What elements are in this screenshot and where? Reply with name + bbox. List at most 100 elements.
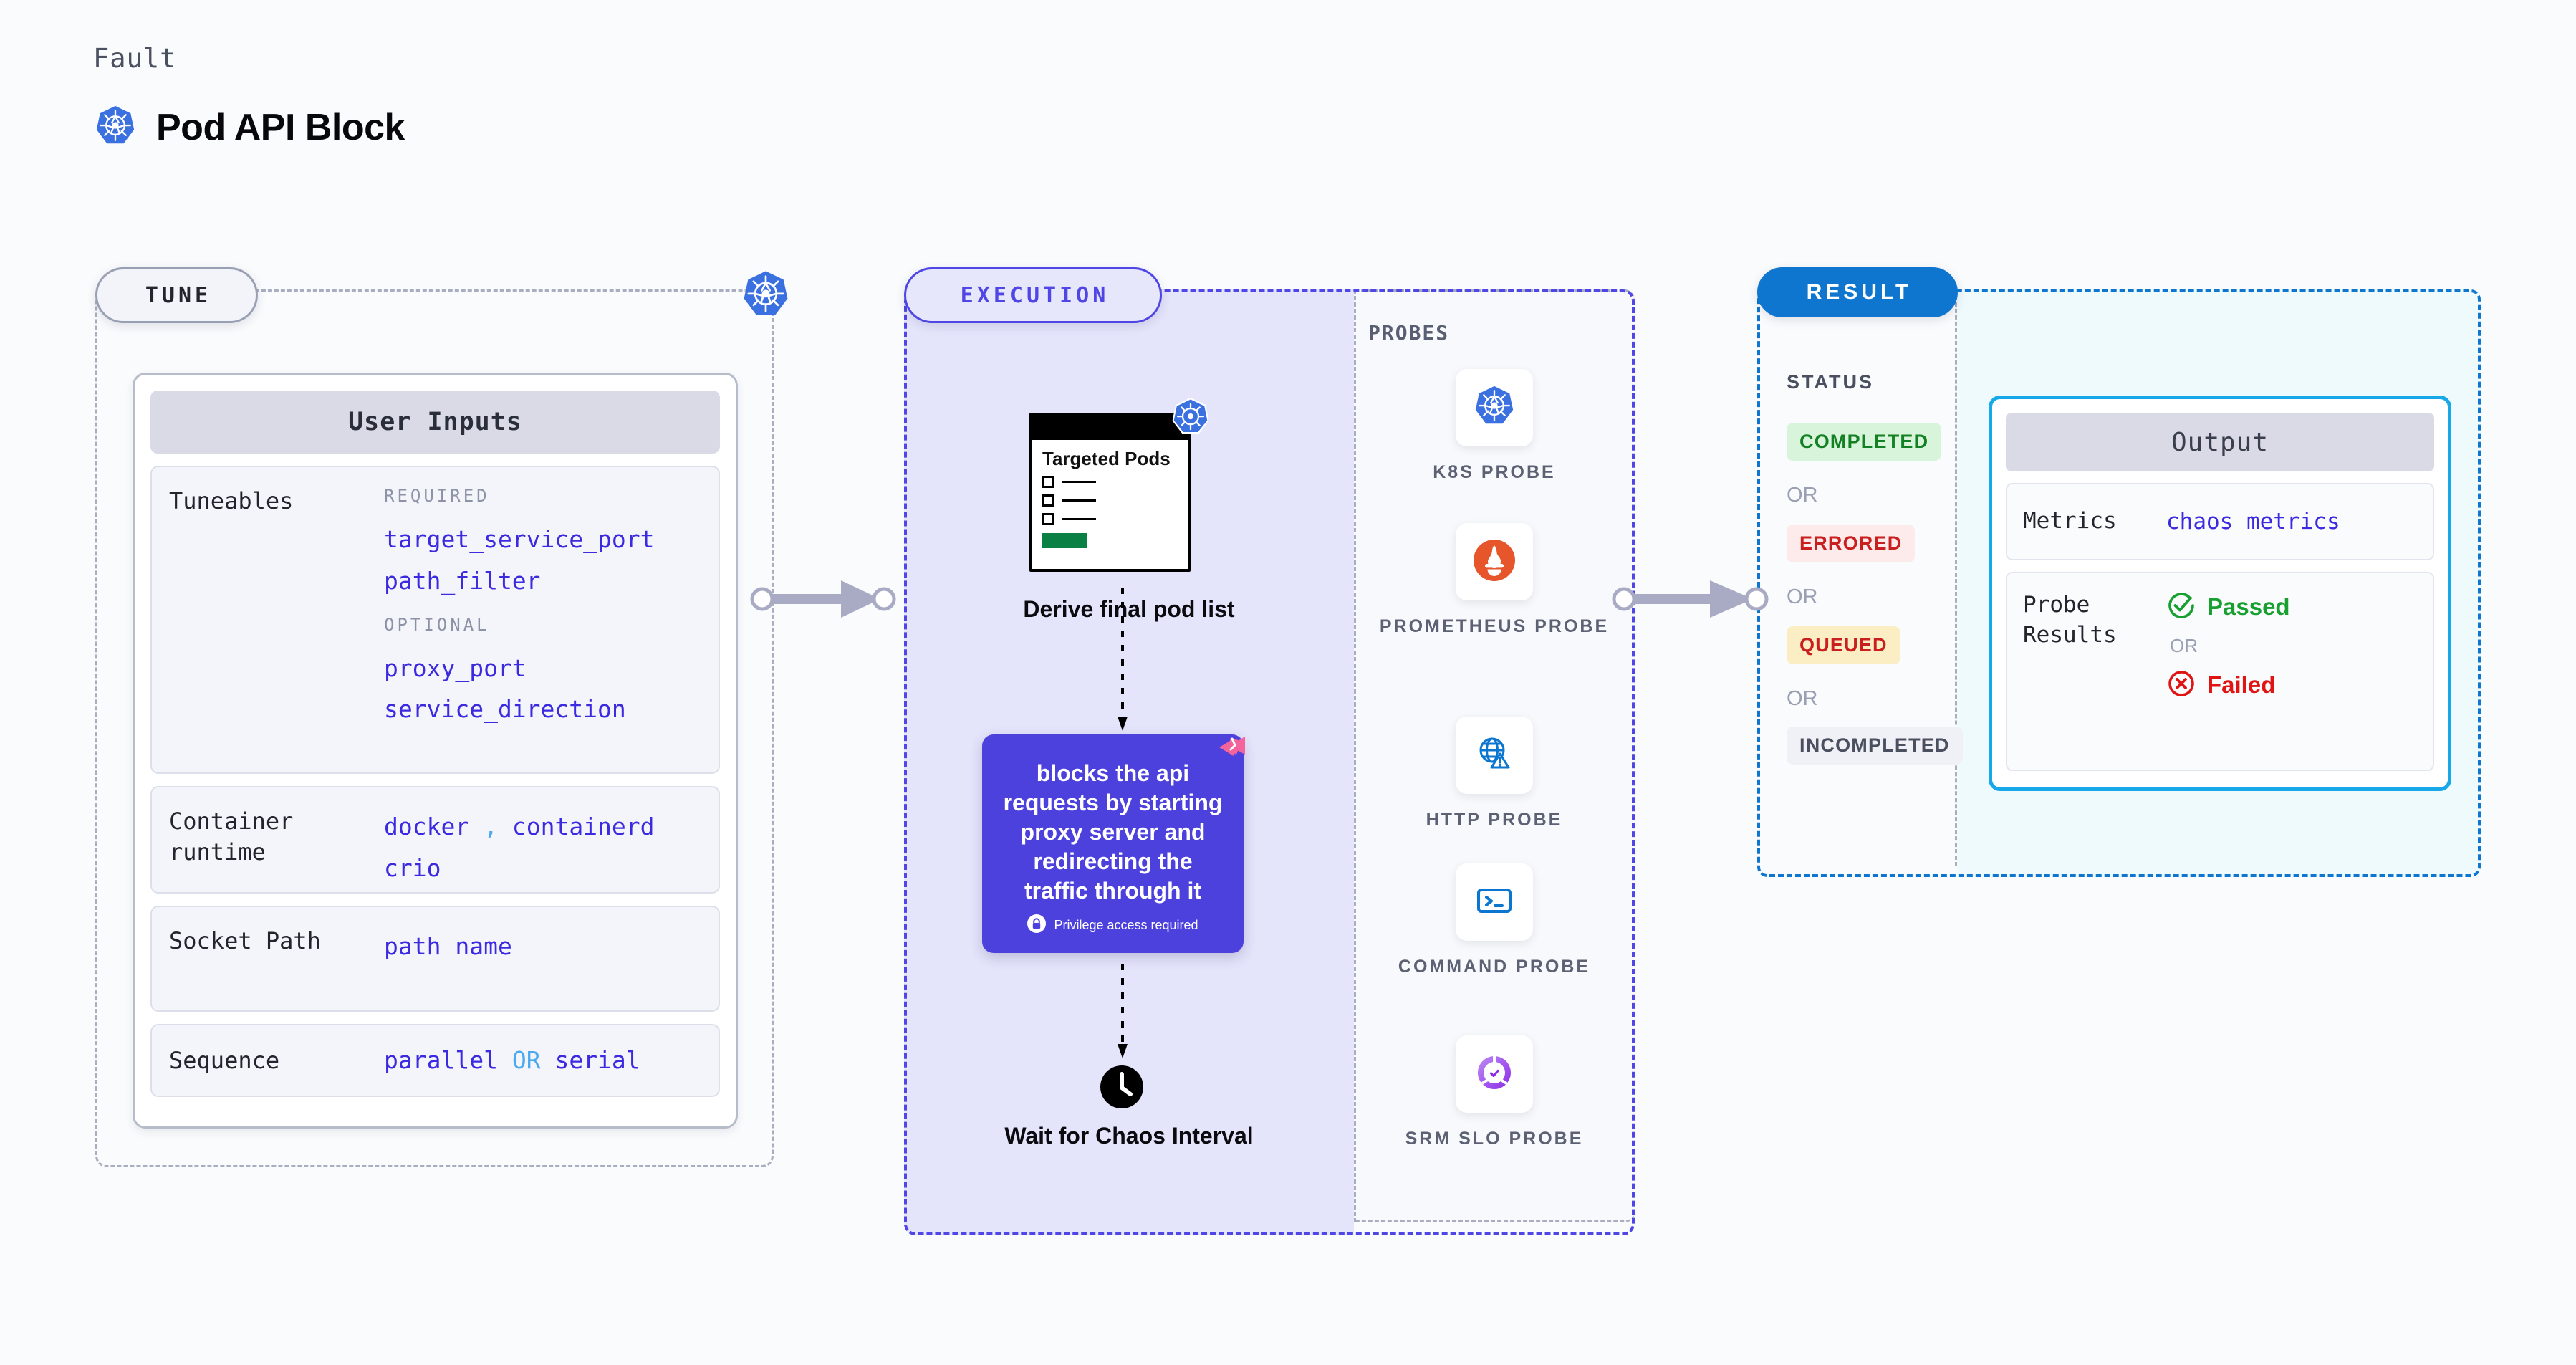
runtime-line-1: docker , containerd bbox=[384, 806, 701, 848]
probes-title: PROBES bbox=[1368, 321, 1450, 345]
targeted-pods-card: Targeted Pods bbox=[1029, 397, 1209, 572]
tuneables-values: REQUIRED target_service_port path_filter… bbox=[384, 486, 701, 754]
socket-path-values: path name bbox=[384, 926, 701, 992]
action-block: blocks the api requests by starting prox… bbox=[982, 734, 1245, 953]
srm-slo-icon bbox=[1474, 1052, 1515, 1096]
privilege-note: Privilege access required bbox=[1054, 917, 1198, 932]
pods-list-item bbox=[1042, 494, 1178, 507]
x-circle-icon bbox=[2166, 669, 2196, 701]
execution-pill: EXECUTION bbox=[904, 267, 1162, 323]
sequence-label: Sequence bbox=[169, 1046, 280, 1074]
user-inputs-title: User Inputs bbox=[150, 391, 720, 454]
sequence-serial[interactable]: serial bbox=[554, 1046, 640, 1075]
kubernetes-icon bbox=[1472, 384, 1517, 431]
tuneable-service-direction[interactable]: service_direction bbox=[384, 695, 626, 724]
pods-heading: Targeted Pods bbox=[1042, 448, 1171, 469]
tuneables-row: Tuneables REQUIRED target_service_port p… bbox=[150, 466, 720, 774]
verdict-failed: Failed bbox=[2166, 669, 2417, 701]
pods-window: Targeted Pods bbox=[1029, 413, 1191, 572]
pods-list-item bbox=[1042, 476, 1178, 489]
runtime-crio[interactable]: crio bbox=[384, 853, 441, 882]
kubernetes-icon bbox=[740, 269, 792, 320]
probe-icon-card bbox=[1456, 369, 1533, 446]
flow-arrow-down bbox=[1118, 964, 1128, 1058]
list-line bbox=[1062, 499, 1096, 502]
connector-tune-to-execution bbox=[748, 573, 898, 628]
probe-srm-slo[interactable]: SRM SLO PROBE bbox=[1354, 1035, 1635, 1151]
tuneable-path-filter[interactable]: path_filter bbox=[384, 566, 541, 595]
status-or: OR bbox=[1787, 687, 1818, 710]
probe-label: SRM SLO PROBE bbox=[1405, 1129, 1584, 1149]
socket-path-label: Socket Path bbox=[169, 927, 321, 954]
probe-label: PROMETHEUS PROBE bbox=[1379, 616, 1610, 636]
probe-icon-card bbox=[1456, 863, 1533, 941]
probe-command[interactable]: COMMAND PROBE bbox=[1354, 863, 1635, 980]
runtime-containerd[interactable]: containerd bbox=[511, 813, 655, 840]
status-badge-queued: QUEUED bbox=[1787, 626, 1900, 664]
metrics-row: Metrics chaos metrics bbox=[2006, 483, 2434, 560]
result-pill: RESULT bbox=[1757, 267, 1958, 317]
harness-ribbon-icon bbox=[1209, 726, 1254, 770]
probe-results-label: Probe Results bbox=[2023, 592, 2117, 648]
check-circle-icon bbox=[2166, 590, 2196, 623]
optional-tag: OPTIONAL bbox=[384, 614, 490, 635]
sequence-values: parallel OR serial bbox=[384, 1040, 701, 1081]
probe-icon-card bbox=[1456, 1035, 1533, 1113]
privilege-row: Privilege access required bbox=[982, 914, 1244, 936]
status-badge-incompleted: INCOMPLETED bbox=[1787, 727, 1963, 765]
pods-list-item bbox=[1042, 513, 1178, 526]
sequence-parallel[interactable]: parallel bbox=[384, 1046, 498, 1075]
derive-pod-list-label: Derive final pod list bbox=[1023, 596, 1235, 622]
tune-pill: TUNE bbox=[95, 267, 258, 323]
status-badge-errored: ERRORED bbox=[1787, 525, 1916, 562]
wait-for-chaos-label: Wait for Chaos Interval bbox=[1004, 1123, 1254, 1149]
container-runtime-label: Container runtime bbox=[169, 808, 294, 866]
title-row: Pod API Block bbox=[93, 104, 405, 151]
checkbox-icon bbox=[1042, 513, 1054, 526]
sequence-row: Sequence parallel OR serial bbox=[150, 1024, 720, 1097]
globe-warning-icon bbox=[1473, 732, 1516, 778]
output-title: Output bbox=[2006, 413, 2434, 471]
runtime-docker[interactable]: docker bbox=[384, 813, 470, 840]
tuneable-proxy-port[interactable]: proxy_port bbox=[384, 653, 527, 682]
probe-label: HTTP PROBE bbox=[1426, 810, 1563, 830]
list-line bbox=[1062, 481, 1096, 484]
socket-path-value[interactable]: path name bbox=[384, 932, 512, 960]
probe-results-row: Probe Results Passed OR bbox=[2006, 572, 2434, 771]
status-or: OR bbox=[1787, 484, 1818, 507]
page-title: Pod API Block bbox=[156, 107, 405, 148]
probe-http[interactable]: HTTP PROBE bbox=[1354, 717, 1635, 833]
probe-prometheus[interactable]: PROMETHEUS PROBE bbox=[1354, 523, 1635, 639]
flow-arrow-down bbox=[1118, 588, 1128, 731]
page-header: Fault Pod API Block bbox=[93, 43, 405, 151]
tuneable-target-service-port[interactable]: target_service_port bbox=[384, 525, 655, 553]
status-badge-completed: COMPLETED bbox=[1787, 423, 1942, 461]
status-column bbox=[1757, 289, 1957, 866]
probe-k8s[interactable]: K8S PROBE bbox=[1354, 369, 1635, 485]
probe-label: K8S PROBE bbox=[1433, 462, 1556, 482]
pods-body: Targeted Pods bbox=[1032, 440, 1188, 549]
socket-path-row: Socket Path path name bbox=[150, 906, 720, 1012]
execution-panel bbox=[904, 289, 1635, 1235]
probe-label: COMMAND PROBE bbox=[1398, 957, 1591, 977]
failed-label: Failed bbox=[2207, 671, 2276, 698]
user-inputs-card: User Inputs Tuneables REQUIRED target_se… bbox=[133, 373, 738, 1129]
kubernetes-icon bbox=[1171, 397, 1211, 437]
output-card: Output Metrics chaos metrics Probe Resul… bbox=[1989, 396, 2451, 791]
metrics-values: chaos metrics bbox=[2166, 509, 2417, 535]
runtime-separator: , bbox=[484, 813, 498, 840]
metrics-label: Metrics bbox=[2023, 508, 2117, 535]
prometheus-icon bbox=[1472, 538, 1517, 585]
sequence-line: parallel OR serial bbox=[384, 1040, 640, 1081]
clock-icon bbox=[1099, 1064, 1145, 1110]
metrics-value[interactable]: chaos metrics bbox=[2166, 509, 2340, 535]
container-runtime-row: Container runtime docker , containerd cr… bbox=[150, 786, 720, 894]
verdict-passed: Passed bbox=[2166, 590, 2417, 623]
probe-icon-card bbox=[1456, 717, 1533, 794]
fault-eyebrow: Fault bbox=[93, 43, 177, 74]
lock-icon bbox=[1027, 914, 1047, 936]
passed-label: Passed bbox=[2207, 593, 2290, 620]
tuneables-label: Tuneables bbox=[169, 487, 294, 514]
list-line bbox=[1062, 518, 1096, 521]
probe-icon-card bbox=[1456, 523, 1533, 600]
